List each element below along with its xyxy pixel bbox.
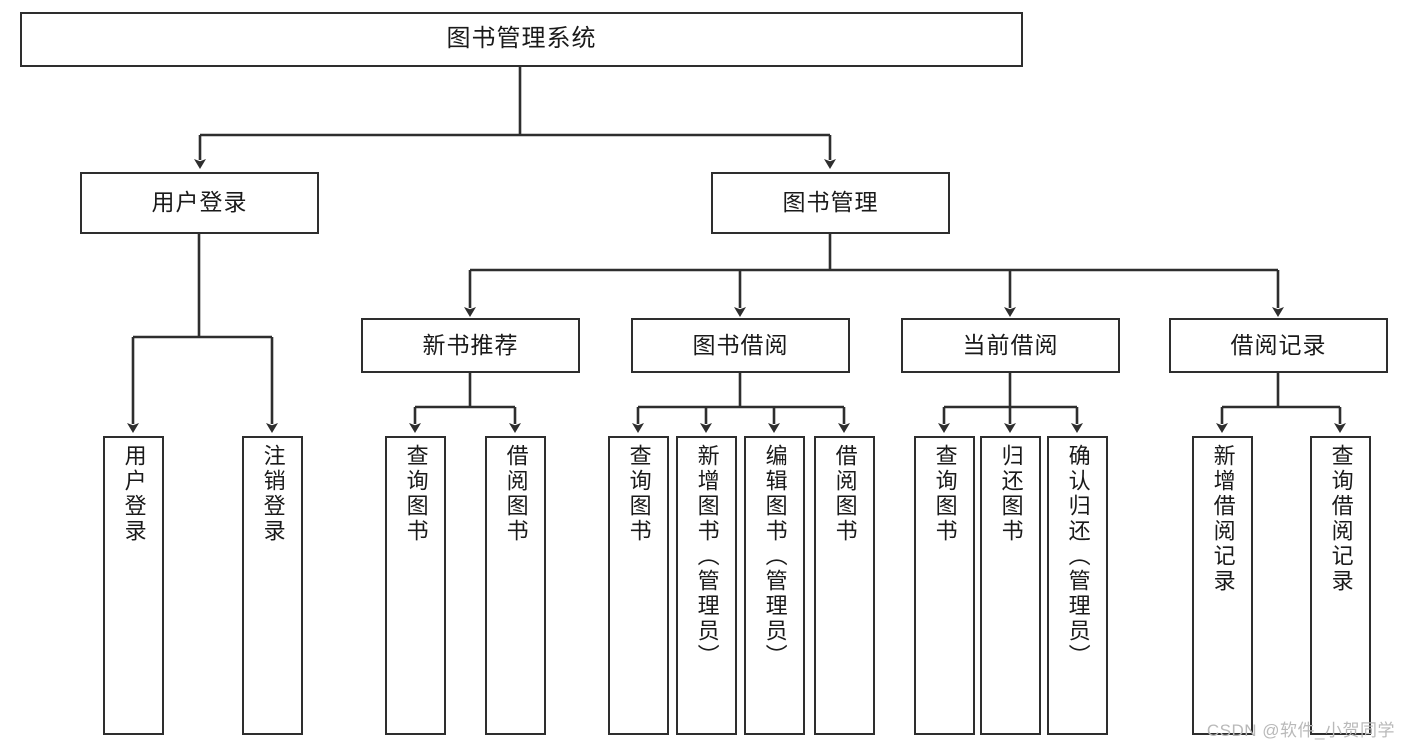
leaf-borrow-record-add[interactable]: 新增借阅记录 — [1192, 436, 1253, 735]
node-label: 编辑图书（管理员） — [762, 444, 788, 669]
leaf-user-login-logout[interactable]: 注销登录 — [242, 436, 303, 735]
node-borrow-record[interactable]: 借阅记录 — [1169, 318, 1388, 373]
node-label: 确认归还（管理员） — [1065, 444, 1091, 669]
leaf-current-borrow-confirm[interactable]: 确认归还（管理员） — [1047, 436, 1108, 735]
node-label: 注销登录 — [260, 444, 286, 544]
node-new-book-recommend[interactable]: 新书推荐 — [361, 318, 580, 373]
node-label: 用户登录 — [121, 444, 147, 544]
leaf-borrow-record-query[interactable]: 查询借阅记录 — [1310, 436, 1371, 735]
node-book-management[interactable]: 图书管理 — [711, 172, 950, 234]
node-current-borrow[interactable]: 当前借阅 — [901, 318, 1120, 373]
node-label: 图书借阅 — [692, 331, 789, 358]
node-label: 查询借阅记录 — [1328, 444, 1354, 594]
leaf-book-borrow-borrow[interactable]: 借阅图书 — [814, 436, 875, 735]
node-label: 新增借阅记录 — [1210, 444, 1236, 594]
node-root-system[interactable]: 图书管理系统 — [20, 12, 1023, 67]
node-label: 借阅记录 — [1230, 331, 1327, 358]
node-book-borrow[interactable]: 图书借阅 — [631, 318, 850, 373]
node-label: 查询图书 — [932, 444, 958, 544]
leaf-current-borrow-return[interactable]: 归还图书 — [980, 436, 1041, 735]
node-label: 归还图书 — [998, 444, 1024, 544]
node-label: 当前借阅 — [962, 331, 1059, 358]
leaf-new-book-borrow[interactable]: 借阅图书 — [485, 436, 546, 735]
node-label: 借阅图书 — [832, 444, 858, 544]
node-label: 查询图书 — [403, 444, 429, 544]
node-label: 新书推荐 — [422, 331, 519, 358]
node-label: 查询图书 — [626, 444, 652, 544]
node-label: 借阅图书 — [503, 444, 529, 544]
node-label: 新增图书（管理员） — [694, 444, 720, 669]
leaf-current-borrow-query[interactable]: 查询图书 — [914, 436, 975, 735]
leaf-user-login-login[interactable]: 用户登录 — [103, 436, 164, 735]
leaf-new-book-query[interactable]: 查询图书 — [385, 436, 446, 735]
leaf-book-borrow-query[interactable]: 查询图书 — [608, 436, 669, 735]
node-user-login[interactable]: 用户登录 — [80, 172, 319, 234]
node-label: 图书管理系统 — [446, 25, 597, 53]
watermark: CSDN @软件_小贺同学 — [1206, 721, 1395, 740]
node-label: 用户登录 — [151, 189, 248, 216]
node-label: 图书管理 — [782, 189, 879, 216]
leaf-book-borrow-add[interactable]: 新增图书（管理员） — [676, 436, 737, 735]
leaf-book-borrow-edit[interactable]: 编辑图书（管理员） — [744, 436, 805, 735]
